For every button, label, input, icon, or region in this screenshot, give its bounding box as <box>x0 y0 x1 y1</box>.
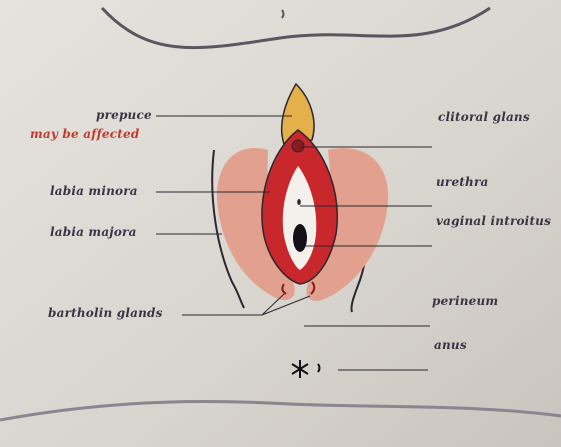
label-labia-minora: labia minora <box>50 184 138 198</box>
label-may-be-affected: may be affected <box>30 127 139 141</box>
label-urethra: urethra <box>436 175 488 189</box>
vaginal-introitus-shape <box>293 224 307 252</box>
label-anus: anus <box>434 338 467 352</box>
label-bartholin-glands: bartholin glands <box>48 306 163 320</box>
label-vaginal-introitus: vaginal introitus <box>436 214 561 228</box>
label-clitoral-glans: clitoral glans <box>438 110 530 124</box>
urethra-shape <box>297 199 301 205</box>
label-perineum: perineum <box>432 294 498 308</box>
clitoral-glans-shape <box>292 140 304 152</box>
label-prepuce: prepuce <box>96 108 152 122</box>
label-labia-majora: labia majora <box>50 225 137 239</box>
